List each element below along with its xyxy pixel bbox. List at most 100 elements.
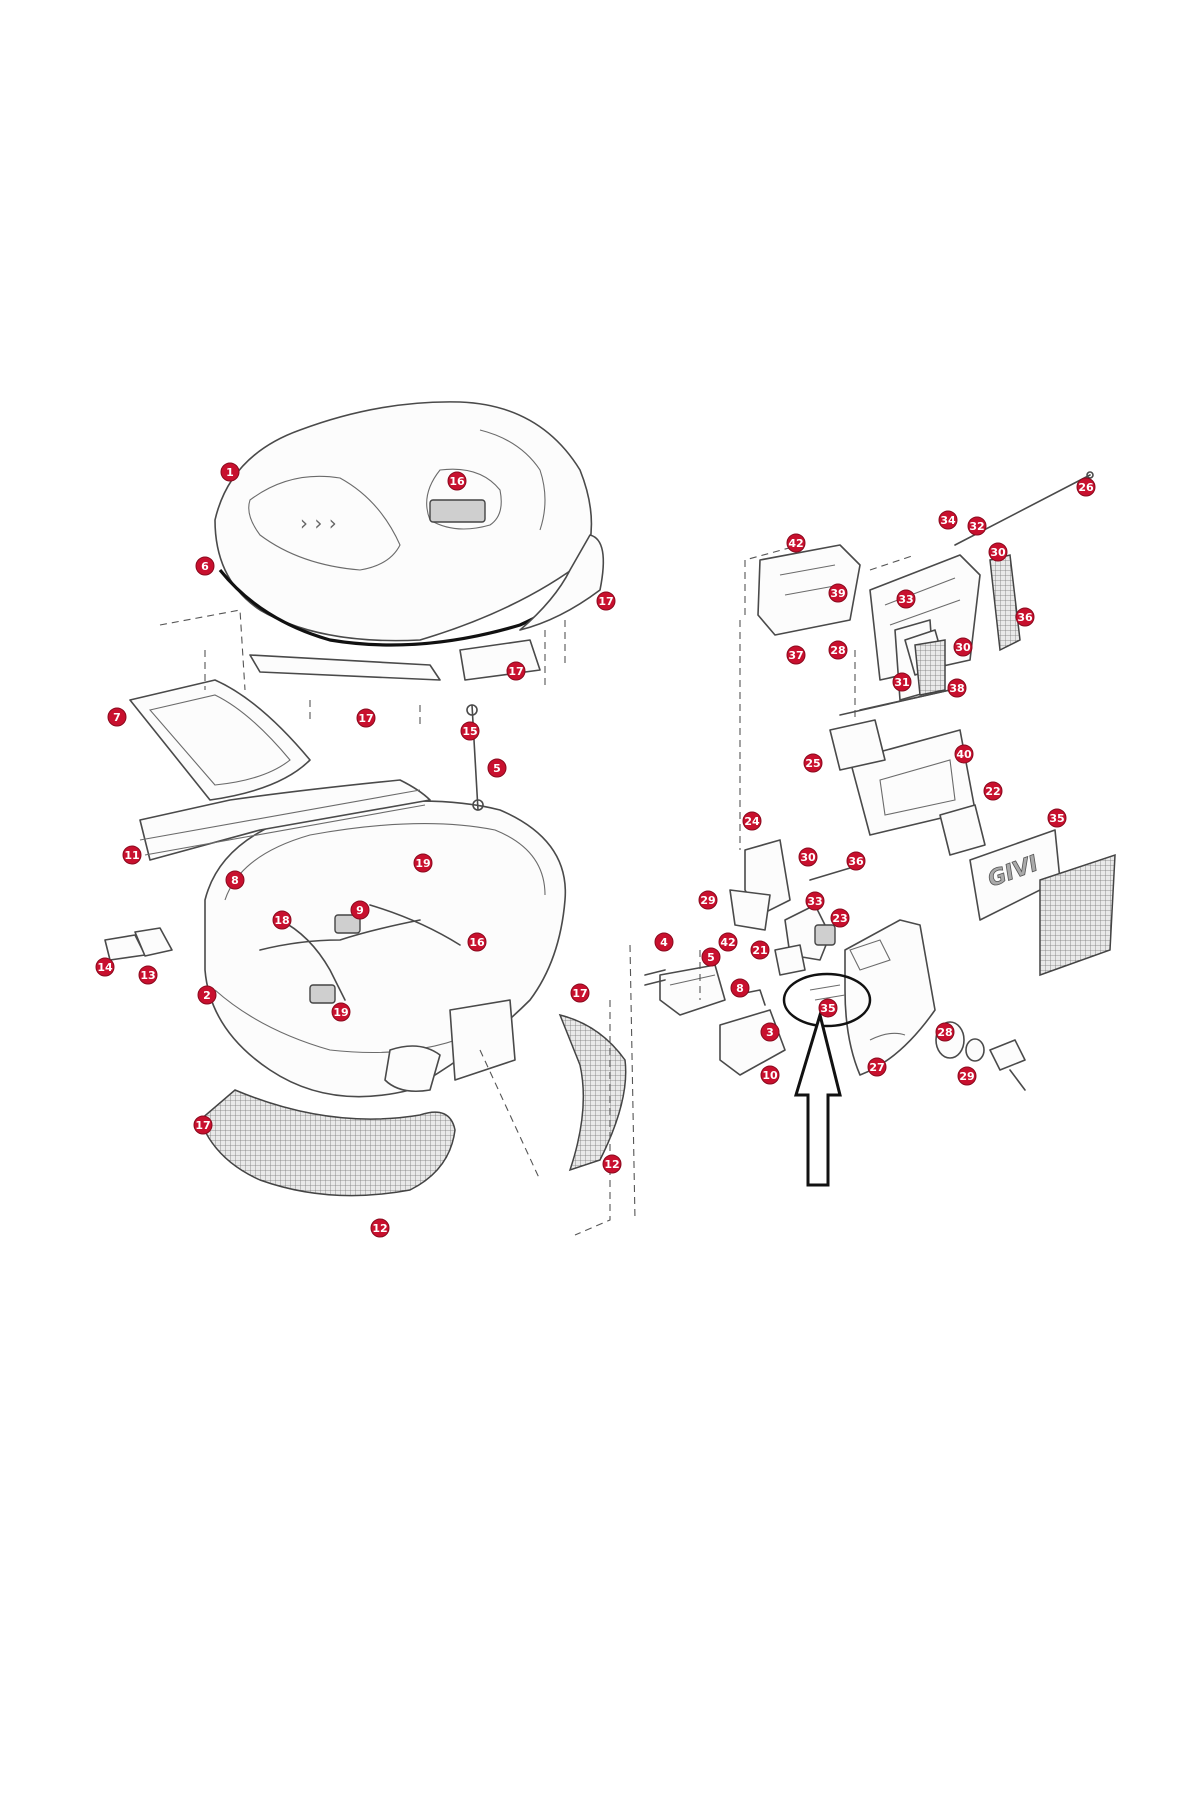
callout-number: 24: [744, 815, 760, 828]
callout-33: 33: [896, 589, 916, 609]
callout-number: 31: [894, 676, 909, 689]
callout-number: 42: [788, 537, 803, 550]
callout-29: 29: [957, 1066, 977, 1086]
callout-8: 8: [225, 870, 245, 890]
callout-number: 5: [493, 762, 501, 775]
callout-badge: [1015, 607, 1035, 627]
callout-number: 21: [752, 944, 767, 957]
callout-7: 7: [107, 707, 127, 727]
callout-number: 16: [469, 936, 485, 949]
callout-36: 36: [846, 851, 866, 871]
callout-badge: [760, 1022, 780, 1042]
callout-30: 30: [988, 542, 1008, 562]
callout-19: 19: [413, 853, 433, 873]
callout-badge: [467, 932, 487, 952]
callout-number: 10: [762, 1069, 778, 1082]
callout-badge: [896, 589, 916, 609]
callout-22: 22: [983, 781, 1003, 801]
callout-10: 10: [760, 1065, 780, 1085]
callout-15: 15: [460, 721, 480, 741]
callout-42: 42: [718, 932, 738, 952]
part-callouts: 1166171717715511819189161413219171712122…: [95, 462, 1096, 1238]
callout-number: 8: [231, 874, 239, 887]
callout-badge: [786, 533, 806, 553]
callout-number: 17: [358, 712, 373, 725]
callout-number: 28: [937, 1026, 952, 1039]
callout-11: 11: [122, 845, 142, 865]
callout-number: 32: [969, 520, 984, 533]
callout-23: 23: [830, 908, 850, 928]
callout-badge: [193, 1115, 213, 1135]
callout-5: 5: [487, 758, 507, 778]
callout-badge: [197, 985, 217, 1005]
inner-panel-drawing: [129, 679, 311, 801]
callout-number: 38: [949, 682, 964, 695]
callout-badge: [225, 870, 245, 890]
callout-badge: [803, 753, 823, 773]
callout-badge: [828, 640, 848, 660]
callout-badge: [698, 890, 718, 910]
callout-badge: [1076, 477, 1096, 497]
callout-badge: [701, 947, 721, 967]
callout-badge: [786, 645, 806, 665]
callout-number: 30: [990, 546, 1006, 559]
callout-number: 29: [959, 1070, 974, 1083]
callout-badge: [938, 510, 958, 530]
callout-4: 4: [654, 932, 674, 952]
callout-number: 19: [415, 857, 430, 870]
callout-number: 13: [140, 969, 155, 982]
callout-40: 40: [954, 744, 974, 764]
callout-12: 12: [370, 1218, 390, 1238]
callout-number: 36: [848, 855, 864, 868]
callout-17: 17: [506, 661, 526, 681]
callout-35: 35: [1047, 808, 1067, 828]
callout-number: 27: [869, 1061, 884, 1074]
callout-16: 16: [447, 471, 467, 491]
callout-number: 30: [955, 641, 971, 654]
callout-number: 30: [800, 851, 816, 864]
callout-36: 36: [1015, 607, 1035, 627]
callout-28: 28: [935, 1022, 955, 1042]
callout-badge: [654, 932, 674, 952]
lower-covers-drawing: [104, 927, 627, 1197]
callout-badge: [356, 708, 376, 728]
callout-badge: [742, 811, 762, 831]
handle-mechanism-drawing: [757, 471, 1094, 711]
callout-number: 40: [956, 748, 972, 761]
callout-38: 38: [947, 678, 967, 698]
callout-badge: [107, 707, 127, 727]
callout-badge: [730, 978, 750, 998]
strap-rod-drawing: [466, 704, 484, 811]
highlight-arrow: [793, 1009, 842, 1187]
callout-number: 12: [604, 1158, 619, 1171]
callout-30: 30: [798, 847, 818, 867]
callout-badge: [1047, 808, 1067, 828]
callout-39: 39: [828, 583, 848, 603]
callout-number: 17: [195, 1119, 210, 1132]
lid-drawing: › › ›: [214, 401, 605, 681]
callout-number: 15: [462, 725, 477, 738]
lock-cover-drawing: [844, 919, 936, 1076]
callout-badge: [413, 853, 433, 873]
callout-number: 33: [898, 593, 913, 606]
callout-number: 36: [1017, 611, 1033, 624]
callout-badge: [195, 556, 215, 576]
callout-number: 26: [1078, 481, 1094, 494]
callout-29: 29: [698, 890, 718, 910]
callout-number: 35: [1049, 812, 1064, 825]
logo-plate-drawing: GIVI: [969, 829, 1116, 977]
callout-2: 2: [197, 985, 217, 1005]
callout-badge: [350, 900, 370, 920]
callout-21: 21: [750, 940, 770, 960]
callout-number: 18: [274, 914, 289, 927]
callout-badge: [830, 908, 850, 928]
callout-24: 24: [742, 811, 762, 831]
callout-badge: [506, 661, 526, 681]
callout-badge: [828, 583, 848, 603]
construction-lines-right: [699, 544, 916, 1000]
callout-badge: [967, 516, 987, 536]
callout-37: 37: [786, 645, 806, 665]
callout-number: 33: [807, 895, 822, 908]
callout-number: 16: [449, 475, 465, 488]
